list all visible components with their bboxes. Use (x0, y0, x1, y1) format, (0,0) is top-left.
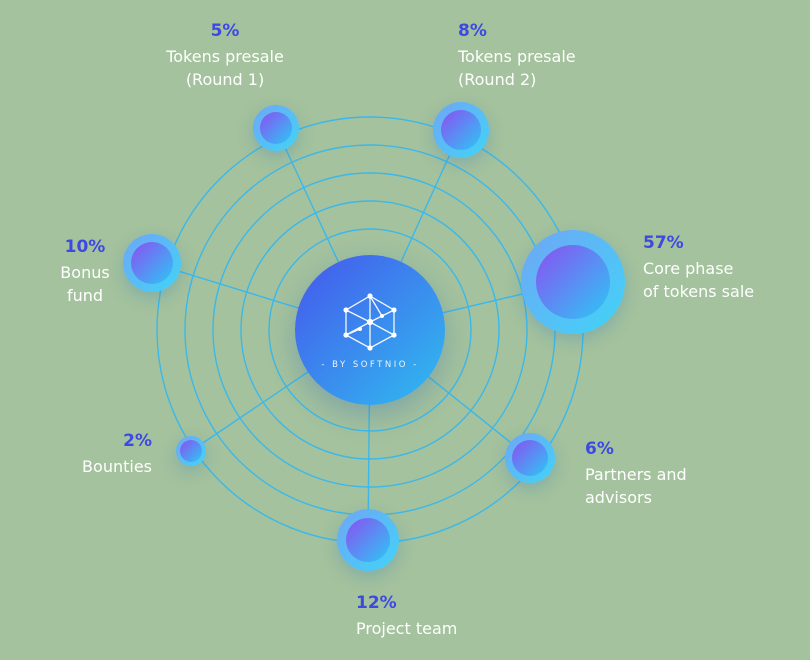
node-presale-round1 (253, 105, 299, 151)
node-partners-advisors (505, 433, 555, 483)
node-core-phase (521, 230, 625, 334)
percent-value: 12% (356, 593, 397, 613)
label-presale-round1: 5% Tokens presale (Round 1) (140, 20, 310, 91)
percent-value: 57% (643, 233, 684, 253)
node-project-team (337, 509, 399, 571)
label-line: Partners and (585, 465, 687, 484)
node-bounties-core (180, 440, 202, 462)
label-line: Bonus (60, 263, 110, 282)
hex-network-icon (343, 292, 397, 351)
node-core-phase-core (536, 245, 610, 319)
node-bounties (176, 436, 206, 466)
node-bonus-fund-core (131, 242, 173, 284)
label-bounties: 2% Bounties (58, 430, 152, 478)
label-line: (Round 2) (458, 70, 537, 89)
node-partners-advisors-core (512, 440, 548, 476)
label-bonus-fund: 10% Bonus fund (40, 236, 130, 307)
label-line: Bounties (82, 457, 152, 476)
brand-text: - BY SOFTNIO - (321, 359, 419, 370)
percent-value: 10% (64, 237, 106, 257)
node-bonus-fund (123, 234, 181, 292)
percent-value: 6% (585, 439, 614, 459)
percent-value: 8% (458, 21, 487, 41)
percent-value: 5% (210, 21, 240, 41)
label-core-phase: 57% Core phase of tokens sale (643, 232, 803, 303)
label-partners-advisors: 6% Partners and advisors (585, 438, 735, 509)
label-project-team: 12% Project team (356, 592, 516, 640)
label-line: of tokens sale (643, 282, 755, 301)
label-line: Core phase (643, 259, 734, 278)
label-line: (Round 1) (185, 70, 265, 89)
node-presale-round1-core (260, 112, 292, 144)
label-line: advisors (585, 488, 652, 507)
node-presale-round2 (433, 102, 489, 158)
label-line: fund (66, 286, 104, 305)
node-project-team-core (346, 518, 390, 562)
label-presale-round2: 8% Tokens presale (Round 2) (458, 20, 648, 91)
node-presale-round2-core (441, 110, 481, 150)
label-line: Project team (356, 619, 458, 638)
label-line: Tokens presale (166, 47, 284, 66)
center-hub: - BY SOFTNIO - (295, 255, 445, 405)
percent-value: 2% (123, 431, 152, 451)
label-line: Tokens presale (458, 47, 576, 66)
